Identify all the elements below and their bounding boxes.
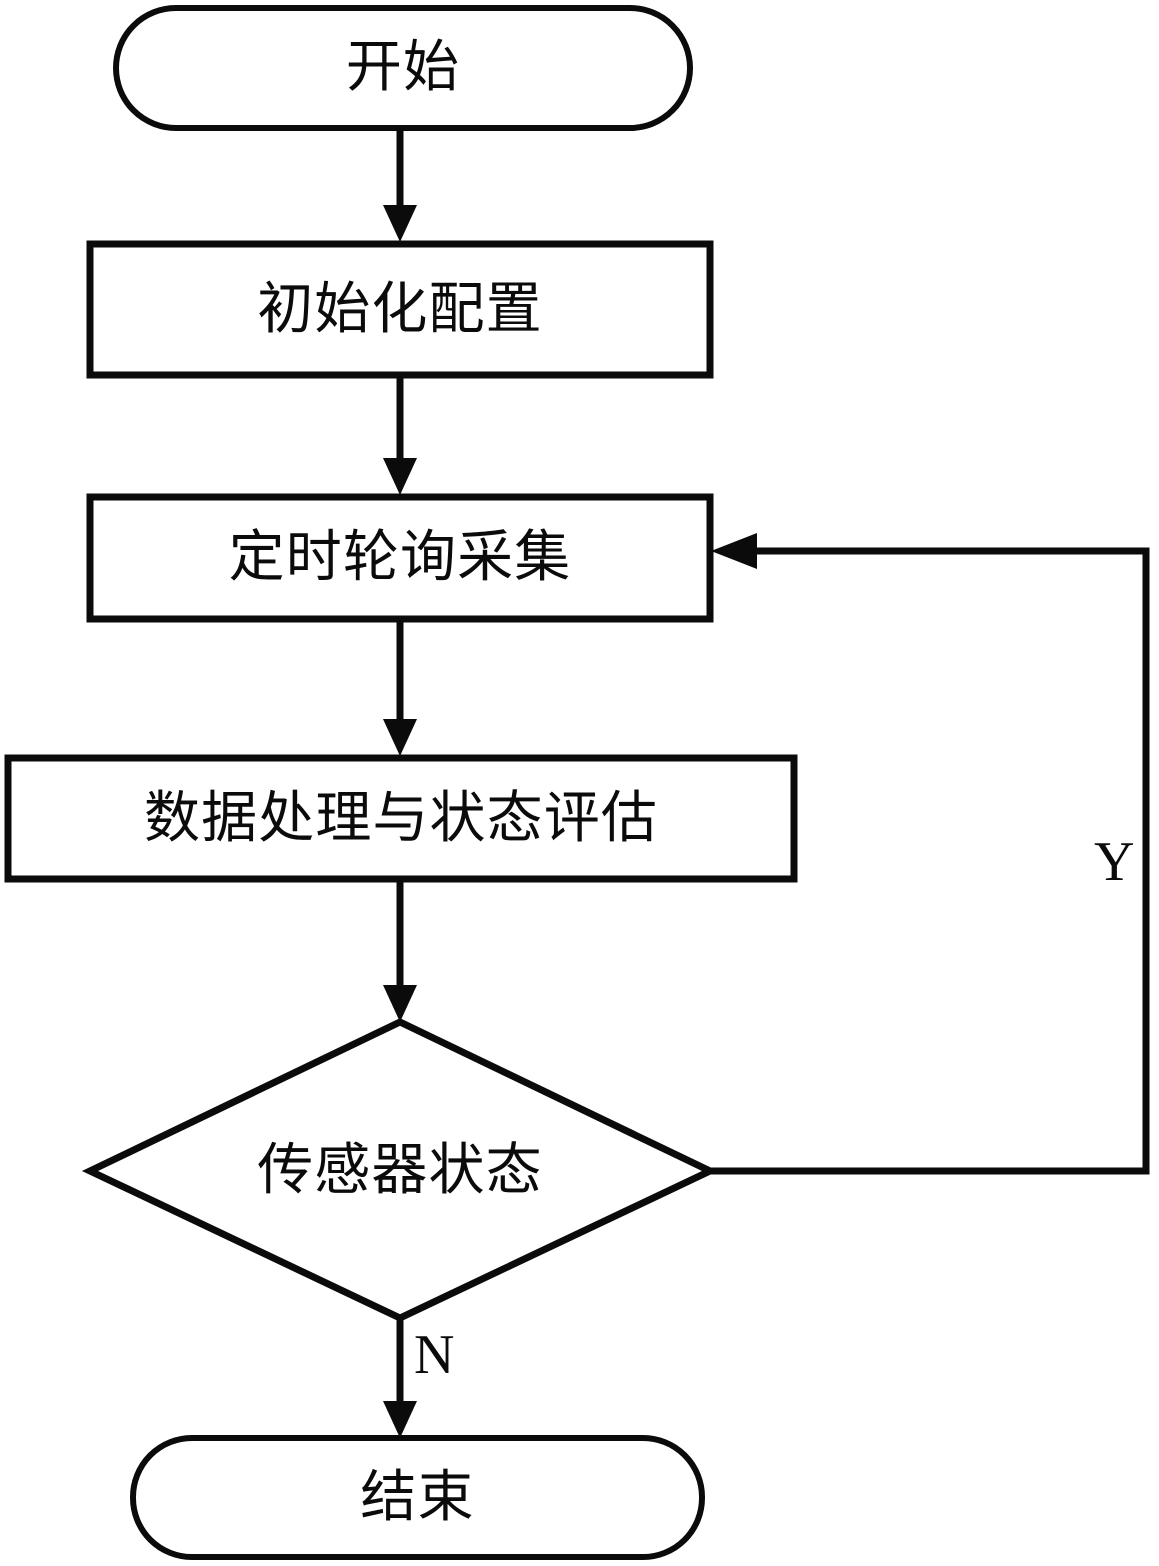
node-shape-poll[interactable] [86, 493, 714, 623]
edge-arrowhead-start-init [383, 205, 417, 242]
node-shape-end[interactable] [130, 1435, 705, 1560]
node-shape-decision[interactable] [81, 1018, 719, 1322]
edge-arrowhead-poll-process [383, 719, 417, 756]
edge-arrowhead-decision-end-no [383, 1401, 417, 1438]
edge-arrowhead-init-poll [383, 458, 417, 495]
edge-label-no: N [414, 1324, 455, 1386]
edge-arrowhead-process-decision [383, 985, 417, 1022]
node-shape-start[interactable] [113, 5, 693, 131]
edge-arrowhead-decision-poll-yes [711, 533, 757, 569]
edge-line-decision-poll-yes [710, 547, 1150, 1175]
edge-label-yes: Y [1094, 831, 1135, 893]
node-shape-process[interactable] [4, 754, 798, 883]
node-shape-init[interactable] [86, 240, 714, 379]
